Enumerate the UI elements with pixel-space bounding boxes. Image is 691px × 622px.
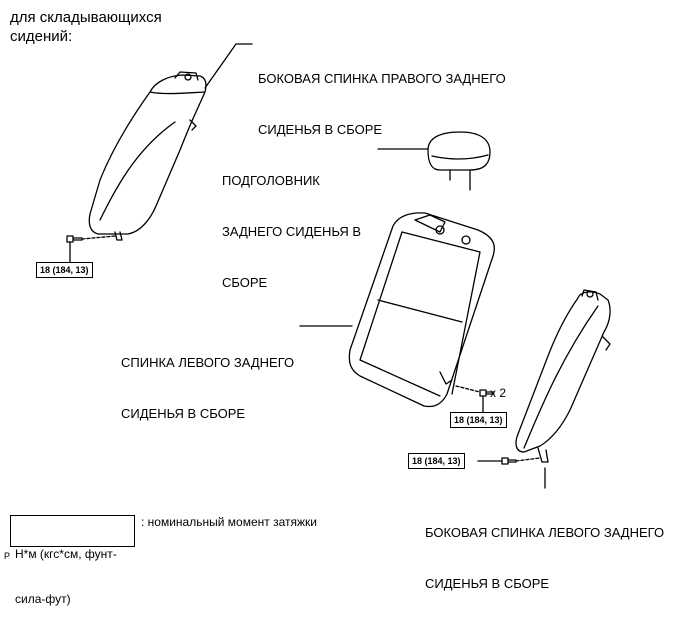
label-headrest-line2: ЗАДНЕГО СИДЕНЬЯ В <box>222 224 362 239</box>
label-right-side-back-line1: БОКОВАЯ СПИНКА ПРАВОГО ЗАДНЕГО <box>258 71 506 86</box>
label-headrest-line1: ПОДГОЛОВНИК <box>222 173 320 188</box>
legend-box-line2: сила-фут) <box>15 592 71 606</box>
bolt-count-label: x 2 <box>490 386 507 400</box>
label-left-side-back: БОКОВАЯ СПИНКА ЛЕВОГО ЗАДНЕГО СИДЕНЬЯ В … <box>425 490 664 609</box>
right-side-leader <box>204 43 253 89</box>
left-side-back-part <box>515 289 611 463</box>
torque-box-1: 18 (184, 13) <box>36 262 93 278</box>
bolt-2 <box>455 385 495 413</box>
torque-box-2: 18 (184, 13) <box>450 412 507 428</box>
torque-legend-box: Н*м (кгс*см, фунт- сила-фут) <box>10 515 135 606</box>
torque-legend-note: : номинальный момент затяжки <box>141 515 317 529</box>
right-side-back-part <box>88 71 207 241</box>
left-seatback-part <box>348 212 495 408</box>
header-line-2: сидений: <box>10 28 73 45</box>
figure-code: P <box>4 551 11 561</box>
page-header: для складывающихся сидений: <box>10 8 162 46</box>
label-right-side-back-line2: СИДЕНЬЯ В СБОРЕ <box>258 122 383 137</box>
label-left-seatback: СПИНКА ЛЕВОГО ЗАДНЕГО СИДЕНЬЯ В СБОРЕ <box>121 320 294 439</box>
bolt-3 <box>477 457 541 465</box>
label-right-side-back: БОКОВАЯ СПИНКА ПРАВОГО ЗАДНЕГО СИДЕНЬЯ В… <box>258 36 506 155</box>
torque-box-3: 18 (184, 13) <box>408 453 465 469</box>
headrest-part <box>427 131 491 191</box>
label-left-seatback-line1: СПИНКА ЛЕВОГО ЗАДНЕГО <box>121 355 295 370</box>
bolt-1 <box>66 235 116 263</box>
header-line-1: для складывающихся <box>10 9 162 26</box>
label-headrest: ПОДГОЛОВНИК ЗАДНЕГО СИДЕНЬЯ В СБОРЕ <box>222 138 361 308</box>
label-headrest-line3: СБОРЕ <box>222 275 268 290</box>
label-left-seatback-line2: СИДЕНЬЯ В СБОРЕ <box>121 406 246 421</box>
legend-box-line1: Н*м (кгс*см, фунт- <box>15 547 117 561</box>
label-left-side-back-line2: СИДЕНЬЯ В СБОРЕ <box>425 576 550 591</box>
label-left-side-back-line1: БОКОВАЯ СПИНКА ЛЕВОГО ЗАДНЕГО <box>425 525 665 540</box>
parts-illustration <box>66 43 611 489</box>
